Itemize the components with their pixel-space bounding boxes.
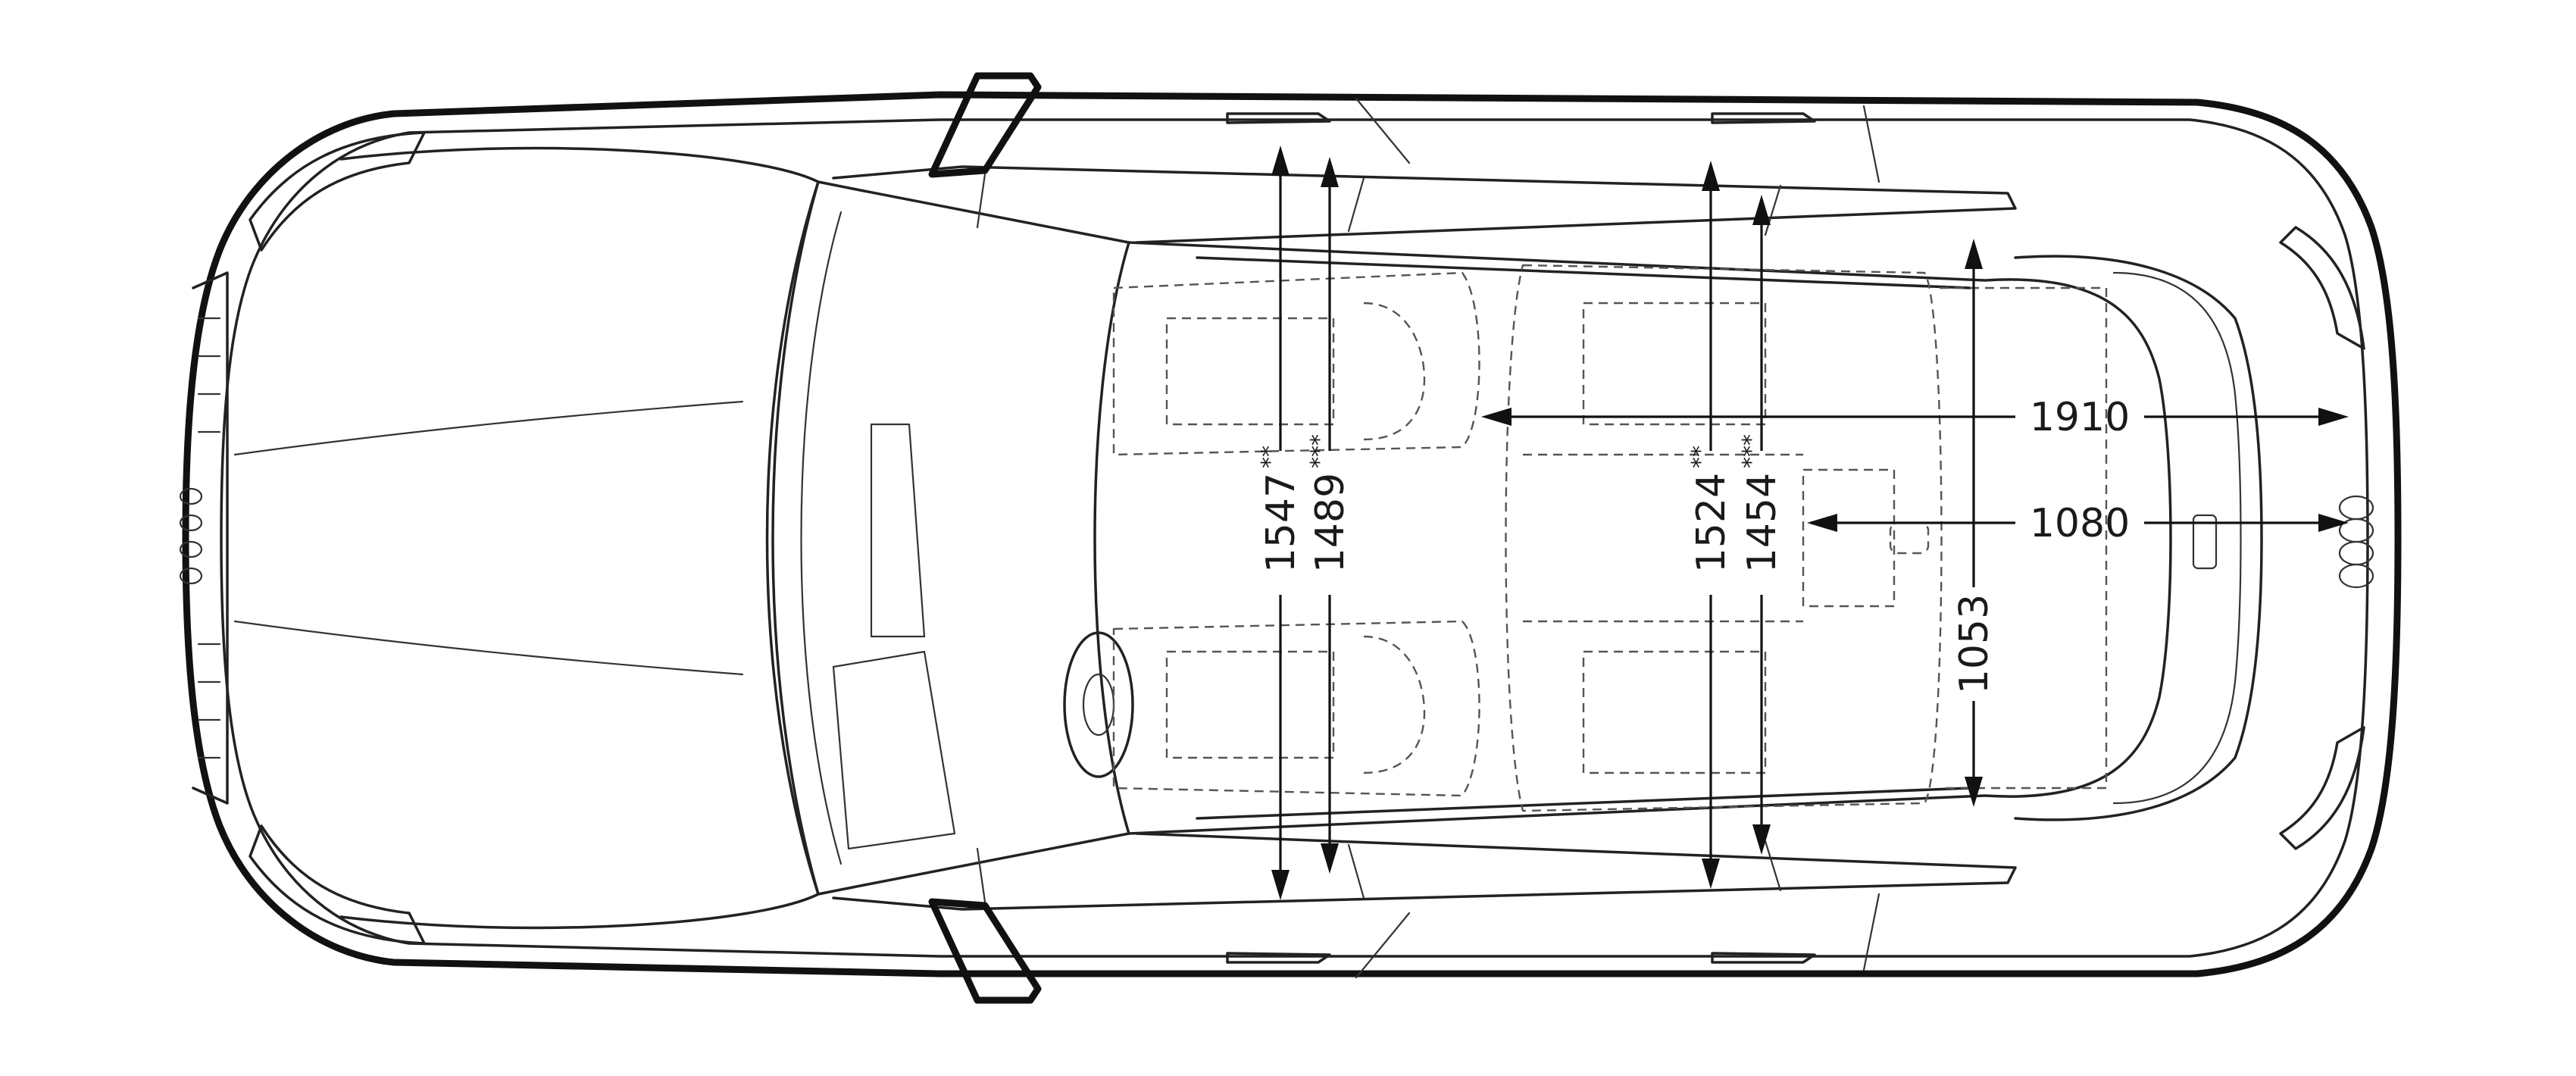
dimension-label-1454: 1454 <box>1740 473 1785 573</box>
dimension-lines <box>1271 145 2349 900</box>
dimension-label-1080: 1080 <box>2030 501 2130 546</box>
dimension-footnote-1547: ** <box>1257 446 1283 468</box>
car-body <box>179 72 2402 1004</box>
dimension-label-1547: 1547 <box>1258 473 1304 573</box>
dimension-footnote-1454: *** <box>1738 434 1765 468</box>
seat-outlines <box>1112 264 2108 812</box>
dimension-label-1524: 1524 <box>1689 473 1734 573</box>
dimension-label-1910: 1910 <box>2030 395 2130 440</box>
dimension-label-1489: 1489 <box>1308 473 1353 573</box>
dimension-footnote-1524: ** <box>1687 446 1714 468</box>
dimension-footnote-1489: *** <box>1306 434 1333 468</box>
dimension-labels: 1910 1080 1053 1547 ** 1489 *** 1524 ** … <box>1257 395 2130 694</box>
dimension-label-1053: 1053 <box>1952 594 1997 694</box>
